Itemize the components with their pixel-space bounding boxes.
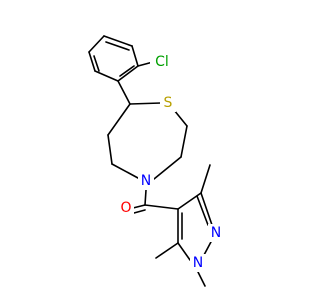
benzene-bond [94,70,119,82]
pyrazole-double-bond [196,195,209,226]
carbonyl-oxygen-label: O [120,200,131,216]
carbonyl-pyrazole-bond [144,204,179,210]
chlorine-label: Cl [155,54,169,70]
pyrazole-n2-atom: N [208,224,224,242]
pyrazole-n-n-bond [203,239,213,256]
chlorine-atom: Cl [150,53,174,71]
ring-c-n-bond [153,156,182,180]
benzene-bond [117,65,139,82]
ring-bond [107,103,131,136]
benzene-bond [88,35,105,53]
sulfur-atom: S [160,94,176,112]
methyl-bond [197,271,206,287]
ring-s-c-bond [173,109,188,127]
benzene-bond [131,45,139,67]
ring-nitrogen-label: N [141,173,151,189]
atom-layer: Cl S N O N N [118,53,224,272]
molecule-structure: Cl S N O N N [88,35,224,287]
benzene-double-bond [105,41,130,51]
ring-bond [180,125,188,158]
ring-nitrogen-atom: N [138,172,154,190]
pyrazole-bond [177,192,202,210]
pyrazole-bond [200,192,213,226]
bond-layer [88,35,213,287]
aryl-ring-bond [117,80,131,105]
methyl-bond [200,164,211,194]
ring-bond [107,134,113,165]
carbonyl-double-bond [132,204,146,209]
pyrazole-bond [177,242,191,261]
benzene-bond [88,51,96,72]
pyrazole-n1-label: N [193,255,203,271]
carbonyl-oxygen-atom: O [118,199,134,217]
benzene-double-bond [119,65,135,77]
benzene-bond [103,35,133,47]
pyrazole-n2-label: N [211,225,221,241]
n-carbonyl-bond [144,189,147,206]
ring-n-c-bond [111,163,139,179]
pyrazole-n1-atom: N [190,254,206,272]
methyl-bond [155,242,179,259]
benzene-double-bond [93,55,100,72]
carbonyl-double-bond [133,209,146,214]
ring-c-s-bond [129,102,162,105]
sulfur-label: S [164,95,173,111]
